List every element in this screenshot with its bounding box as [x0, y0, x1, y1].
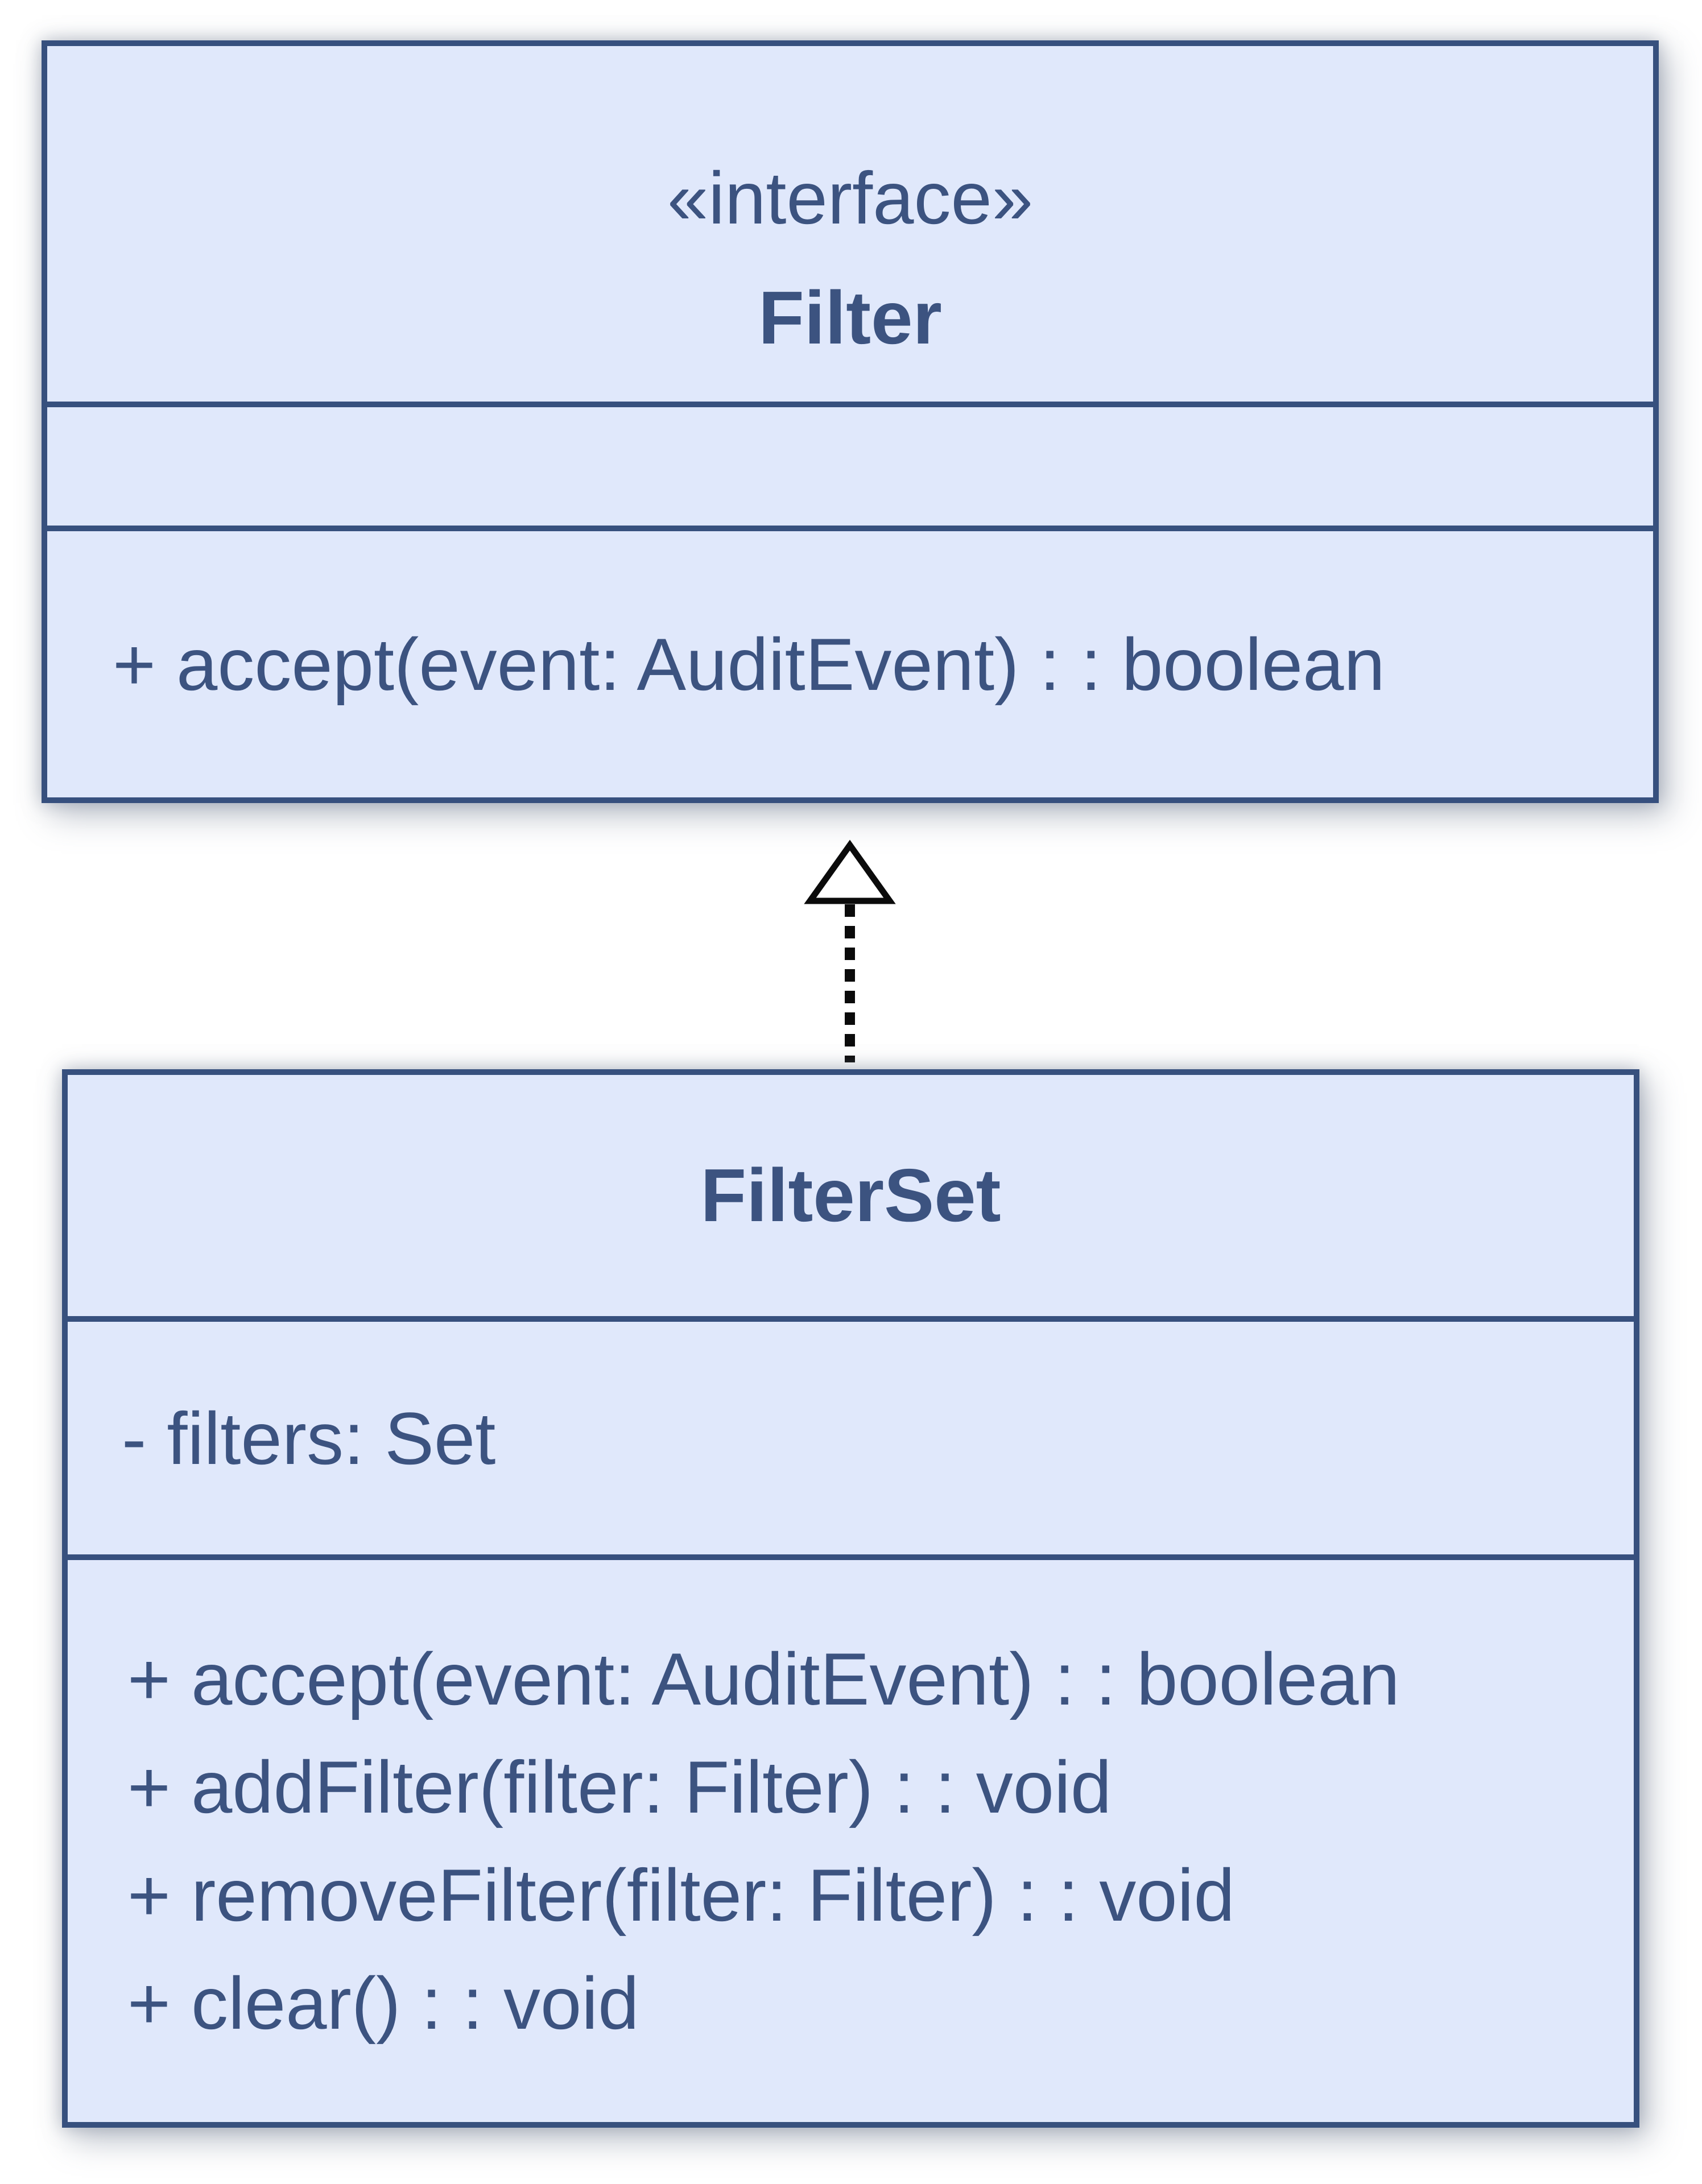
class-filterset-operation: + clear() : : void	[127, 1962, 639, 2045]
class-filter-attributes-compartment	[47, 402, 1653, 526]
class-filterset-operations-compartment: + accept(event: AuditEvent) : : boolean …	[68, 1554, 1634, 2122]
class-box-filterset: FilterSet - filters: Set + accept(event:…	[62, 1069, 1639, 2128]
class-filterset-operation: + accept(event: AuditEvent) : : boolean	[127, 1637, 1400, 1720]
class-filter-stereotype: «interface»	[667, 156, 1034, 239]
class-filterset-operation: + removeFilter(filter: Filter) : : void	[127, 1854, 1235, 1937]
class-filterset-header-compartment: FilterSet	[68, 1075, 1634, 1316]
class-filter-operation: + accept(event: AuditEvent) : : boolean	[113, 623, 1385, 706]
class-filterset-attribute: - filters: Set	[122, 1396, 496, 1480]
class-filterset-attributes-compartment: - filters: Set	[68, 1316, 1634, 1554]
class-box-filter: «interface» Filter + accept(event: Audit…	[42, 40, 1659, 803]
class-filterset-operation: + addFilter(filter: Filter) : : void	[127, 1745, 1112, 1829]
realization-triangle-head-icon	[804, 839, 896, 904]
class-filter-operations-compartment: + accept(event: AuditEvent) : : boolean	[47, 526, 1653, 797]
class-filterset-name: FilterSet	[700, 1153, 1001, 1237]
class-filter-name: Filter	[758, 275, 942, 359]
class-filter-header-compartment: «interface» Filter	[47, 46, 1653, 402]
realization-arrow	[804, 839, 896, 1062]
